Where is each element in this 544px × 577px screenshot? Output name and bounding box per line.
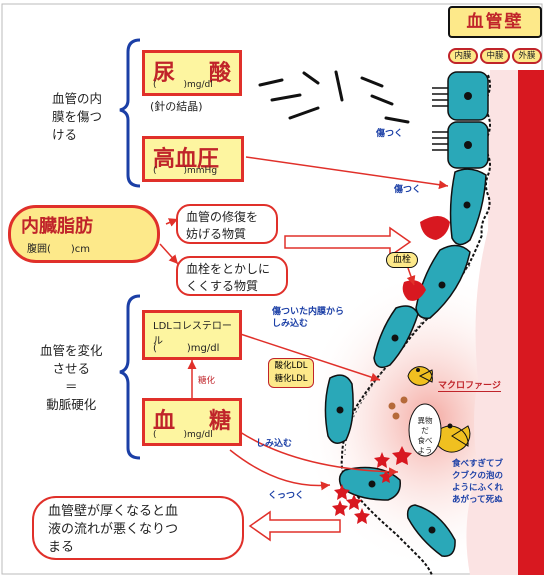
wall-title: 血管壁 (448, 6, 542, 38)
ldl-box: LDLコレステロール ( )mg/dl (142, 310, 242, 360)
thrombus-label: 血栓 (386, 252, 418, 268)
clot-bubble: 血栓をとかしにくくする物質 (176, 256, 288, 296)
needle-crystals (258, 70, 410, 124)
blood-sugar-box: 血 糖 ( )mg/dl (142, 398, 242, 446)
endothelial-cell-3 (449, 168, 487, 246)
stick-label: くっつく (268, 491, 305, 501)
uric-acid-box: 尿 酸 ( )mg/dl (142, 50, 242, 96)
seep-label-2: しみ込む (256, 439, 293, 449)
red-stars (332, 446, 412, 524)
endothelial-cell-2 (447, 121, 489, 169)
bracket-bottom (119, 294, 141, 460)
speech-bubble (408, 403, 442, 457)
macrophage-2 (433, 423, 471, 453)
detached-cell-3 (406, 504, 456, 557)
glycation-label: 糖化 (198, 376, 216, 386)
hollow-arrow-left (248, 510, 341, 542)
hollow-arrow-right (284, 226, 412, 258)
bottom-warning-bubble: 血管壁が厚くなると血液の流れが悪くなりつまる (32, 496, 244, 560)
macrophage-1 (407, 366, 433, 386)
repair-inhibitor-bubble: 血管の修復を妨げる物質 (176, 204, 278, 244)
thrombus-blob-2 (402, 280, 426, 301)
outer-wall-band (518, 70, 544, 575)
eat-speech: 異物だ食べよう (417, 416, 433, 455)
thrombus-blob-1 (420, 216, 450, 240)
waist-field: 腹囲( )cm (27, 244, 91, 255)
side-label-arteriosclerosis: 血管を変化させる＝動脈硬化 (40, 343, 103, 412)
detached-cell-1 (324, 374, 354, 444)
hurt-label-2: 傷つく (394, 185, 422, 195)
layer-adventitia-label: 外膜 (512, 48, 542, 64)
visceral-fat-title: 内臓脂肪 (21, 216, 93, 237)
side-label-damage: 血管の内膜を傷つける (52, 91, 103, 142)
endothelial-cell-5 (373, 305, 419, 369)
blood-pressure-box: 高血圧 ( )mmHg (142, 136, 244, 182)
endothelial-cell-1 (447, 71, 489, 121)
foam-cell-description: 食べすぎてブクブクの泡のようにふくれあがって死ぬ (452, 459, 504, 505)
visceral-fat-cloud: 内臓脂肪 腹囲( )cm (8, 205, 160, 263)
bracket-top (119, 38, 141, 188)
seep-label-1: 傷ついた内膜からしみ込む (272, 307, 345, 329)
layer-media-label: 中膜 (480, 48, 510, 64)
macrophage-label: マクロファージ (438, 378, 501, 392)
layer-intima-label: 内膜 (448, 48, 478, 64)
hurt-label-1: 傷つく (376, 129, 404, 139)
uric-acid-note: (針の結晶) (150, 100, 203, 113)
middle-layer-band (466, 70, 518, 575)
